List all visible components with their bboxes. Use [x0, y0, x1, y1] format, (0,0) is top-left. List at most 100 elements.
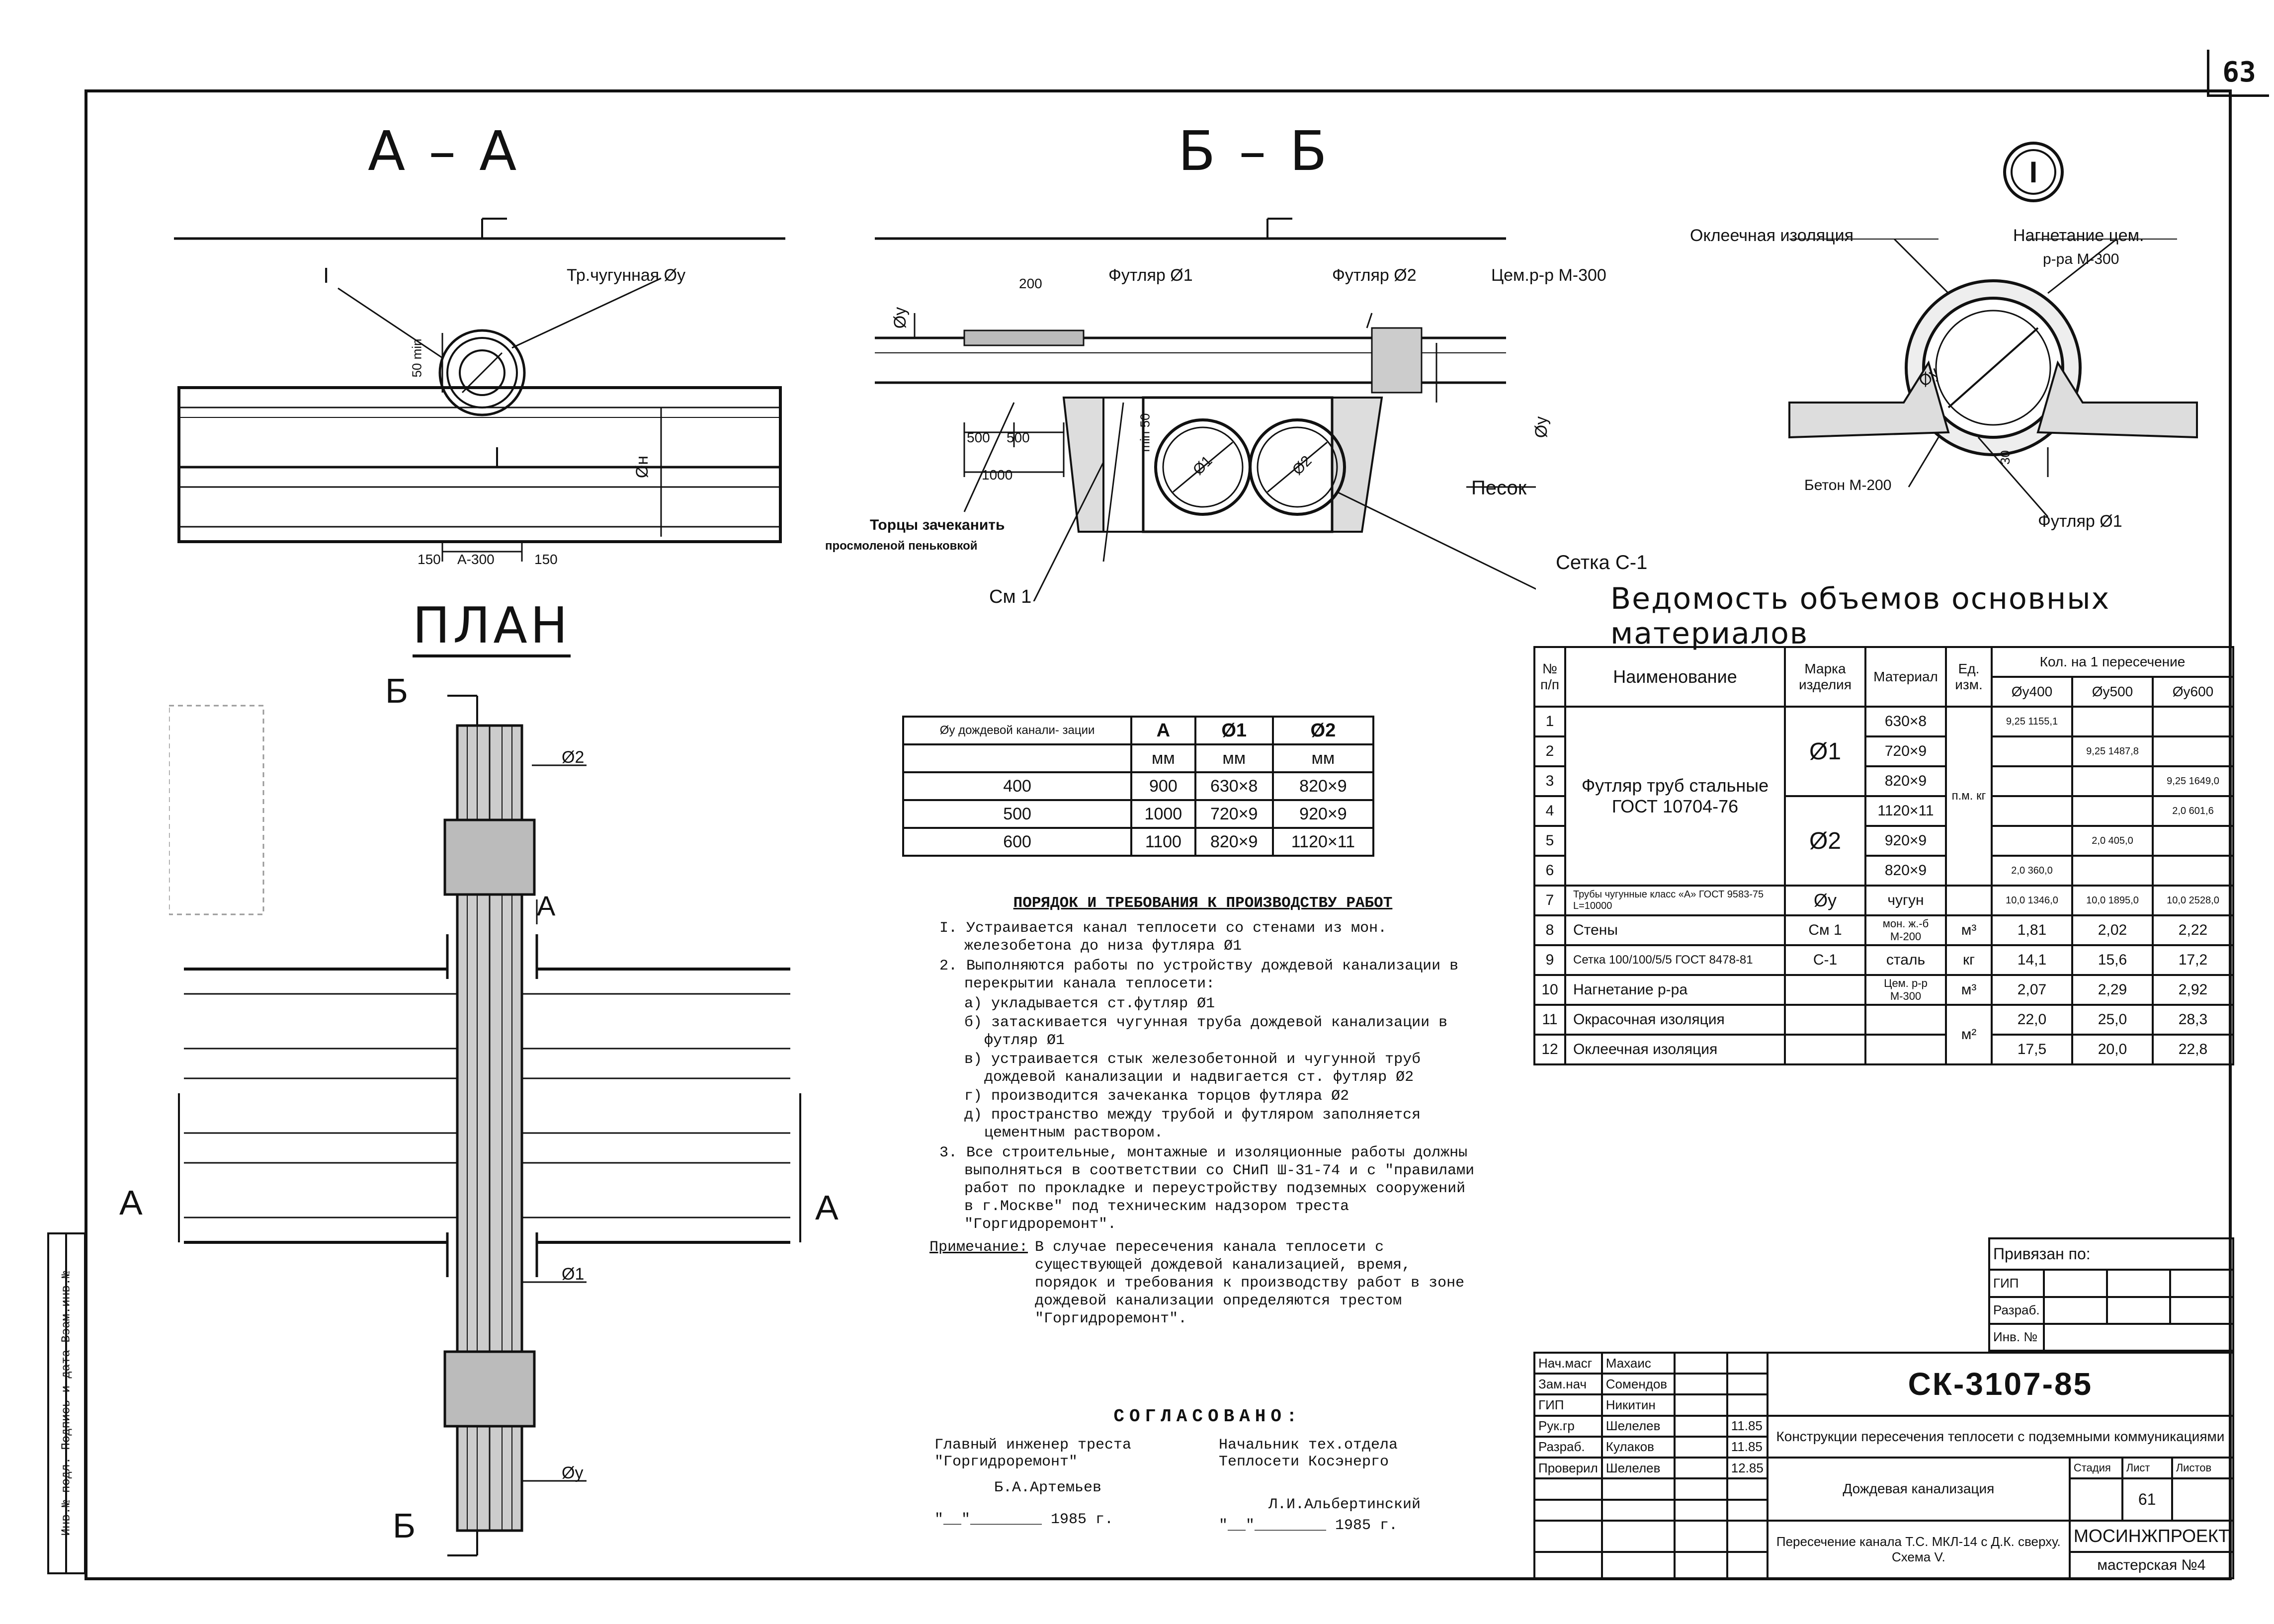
agreed-right-date: "__"________ 1985 г.: [1219, 1517, 1398, 1534]
table-cell: 2,22: [2152, 914, 2234, 946]
sizes-units-row: мм мм мм: [902, 743, 1375, 773]
notes-sub-b: б) затаскивается чугунная труба дождевой…: [964, 1014, 1448, 1049]
sizes-header-a: А: [1130, 716, 1196, 745]
table-row: 600 1100 820×9 1120×11: [902, 827, 1375, 857]
materials-header-q600: Øу600: [2152, 676, 2234, 708]
table-cell: 920×9: [1864, 825, 1947, 857]
bb-label-dy: Øу: [891, 307, 910, 329]
table-cell: 17,5: [1991, 1034, 2073, 1065]
agreed-left-date: "__"________ 1985 г.: [934, 1511, 1114, 1528]
detail-label-futlyar: Футляр Ø1: [2038, 512, 2122, 531]
stamp-date: [1726, 1373, 1769, 1396]
table-cell: мон. ж.-б М-200: [1864, 914, 1947, 946]
stamp-sign: [1673, 1435, 1728, 1459]
stamp-description: Конструкции пересечения теплосети с подз…: [1766, 1414, 2235, 1459]
table-cell: 2,0 360,0: [1991, 855, 2073, 887]
table-cell: 1120×11: [1271, 827, 1375, 857]
table-cell: [2071, 765, 2154, 797]
stamp-sign: [1673, 1393, 1728, 1417]
table-cell: 720×9: [1864, 735, 1947, 767]
table-cell: См 1: [1784, 914, 1866, 946]
table-cell: С-1: [1784, 944, 1866, 976]
table-cell: 22,8: [2152, 1034, 2234, 1065]
table-cell: [2152, 855, 2234, 887]
table-cell: 1100: [1130, 827, 1196, 857]
stamp-sign: [1673, 1414, 1728, 1438]
table-cell: 10,0 1895,0: [2071, 885, 2154, 916]
agreed-right: Начальник тех.отдела Теплосети Косэнерго…: [1219, 1437, 1481, 1534]
aa-dim-150-right: 150: [534, 552, 558, 567]
notes-remark-text: В случае пересечения канала теплосети с …: [1035, 1239, 1465, 1327]
table-cell: 17,2: [2152, 944, 2234, 976]
stamp-date: [1726, 1351, 1769, 1375]
table-cell: [1784, 1004, 1866, 1036]
table-cell: 9,25 1487,8: [2071, 735, 2154, 767]
table-cell: 2,0 601,6: [2152, 795, 2234, 827]
table-cell: 820×9: [1864, 765, 1947, 797]
table-cell: [2071, 706, 2154, 737]
table-cell: м³: [1945, 914, 1993, 946]
table-cell: 720×9: [1194, 799, 1274, 829]
materials-header-row: № п/п Наименование Марка изделия Материа…: [1533, 646, 2234, 708]
agreed-left-name: Б.А.Артемьев: [994, 1479, 1102, 1496]
stamp-role: Разраб.: [1533, 1435, 1603, 1459]
table-cell: [2152, 825, 2234, 857]
materials-title: Ведомость объемов основных материалов: [1610, 581, 2110, 651]
notes-sub-v: в) устраивается стык железобетонной и чу…: [964, 1051, 1421, 1086]
section-aa-title: А – А: [368, 119, 520, 183]
stamp-sheets-label: Листов: [2171, 1457, 2235, 1480]
plan-label-a-right: А: [815, 1188, 839, 1227]
stamp-role: ГИП: [1533, 1393, 1603, 1417]
aa-label-I: I: [323, 263, 330, 288]
sizes-header-row: Øу дождевой канали- зации А Ø1 Ø2: [902, 716, 1375, 745]
table-row: 5 920×9 2,0 405,0: [1533, 825, 2234, 857]
table-cell: п.м. кг: [1945, 706, 1993, 887]
sizes-header-dy: Øу дождевой канали- зации: [902, 716, 1133, 745]
table-cell: Цем. р-р М-300: [1864, 974, 1947, 1006]
table-row: 8 Стены См 1 мон. ж.-б М-200 м³ 1,81 2,0…: [1533, 914, 2234, 946]
stamp-role: Нач.масг: [1533, 1351, 1603, 1375]
table-cell: [2071, 855, 2154, 887]
aa-label-pipe: Тр.чугунная Øу: [567, 266, 686, 285]
stamp-date: 12.85: [1726, 1457, 1769, 1480]
bb-label-futlyar2: Футляр Ø2: [1332, 266, 1417, 285]
table-cell: Стены: [1564, 914, 1786, 946]
detail-label-nagnet: Нагнетание цем.: [2013, 226, 2144, 245]
materials-header-material: Материал: [1864, 646, 1947, 708]
aa-label-50min: 50 min: [409, 338, 424, 378]
table-cell: Окрасочная изоляция: [1564, 1004, 1786, 1036]
stamp-code: СК-3107-85: [1766, 1352, 2235, 1417]
table-cell: Нагнетание р-ра: [1564, 974, 1786, 1006]
notes-sub-g: г) производится зачеканка торцов футляра…: [964, 1088, 1349, 1105]
detail-label-nagnet2: р-ра М-300: [2043, 251, 2119, 267]
materials-header-mark: Марка изделия: [1784, 646, 1866, 708]
materials-header-qty: Кол. на 1 пересечение: [1991, 646, 2234, 678]
binding-row-2: Разраб.: [1988, 1296, 2045, 1325]
table-cell: 15,6: [2071, 944, 2154, 976]
bb-label-500b: 500: [1007, 430, 1030, 445]
notes-item-2: 2. Выполняются работы по устройству дожд…: [939, 958, 1459, 992]
table-cell: 10: [1533, 974, 1566, 1006]
table-cell: 3: [1533, 765, 1566, 797]
stamp-sign: [1673, 1373, 1728, 1396]
notes-sub-d: д) пространство между трубой и футляром …: [964, 1107, 1421, 1141]
side-stamp: Инв.№ подл. Подпись и дата Взам.инв.№: [47, 1232, 86, 1574]
table-cell: 9,25 1649,0: [2152, 765, 2234, 797]
stamp-name: Кулаков: [1600, 1435, 1676, 1459]
bb-label-1000: 1000: [982, 467, 1013, 483]
sizes-unit-a: мм: [1130, 743, 1196, 773]
aa-dim-150-left: 150: [418, 552, 441, 567]
sizes-header-d1: Ø1: [1194, 716, 1274, 745]
sizes-unit-d1: мм: [1194, 743, 1274, 773]
agreed-left: Главный инженер треста "Горгидроремонт" …: [934, 1437, 1197, 1534]
stamp-name: Шелелев: [1600, 1414, 1676, 1438]
table-cell: Оклеечная изоляция: [1564, 1034, 1786, 1065]
notes-sub-a: а) укладывается ст.футляр Ø1: [964, 995, 1215, 1012]
table-row: 1 Футляр труб стальные ГОСТ 10704-76 Ø1 …: [1533, 706, 2234, 887]
table-cell: 1000: [1130, 799, 1196, 829]
table-cell: 1: [1533, 706, 1566, 737]
table-cell: 2,07: [1991, 974, 2073, 1006]
table-cell: [1991, 735, 2073, 767]
table-cell: 820×9: [1194, 827, 1274, 857]
notes-heading: ПОРЯДОК И ТРЕБОВАНИЯ К ПРОИЗВОДСТВУ РАБО…: [1013, 894, 1393, 912]
